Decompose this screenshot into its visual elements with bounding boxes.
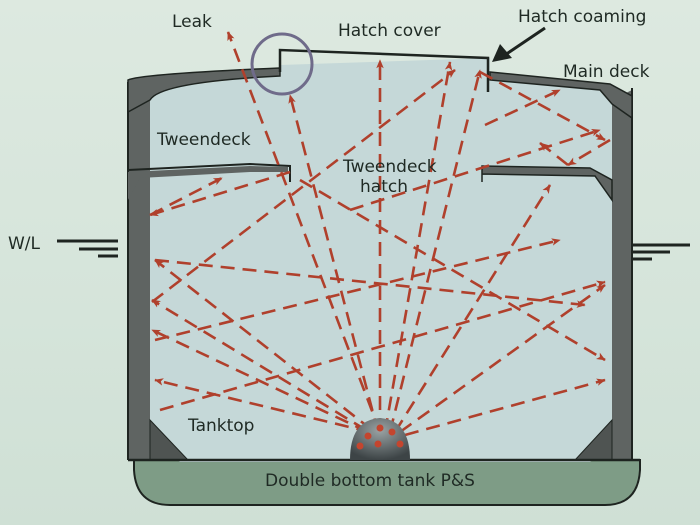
sound-path [226,31,382,433]
tweendeck-starboard [481,165,613,203]
sound-path [383,61,453,433]
sound-path [154,258,373,432]
label-double-bottom-tank: Double bottom tank P&S [265,471,475,491]
waterline-starboard-symbol [633,243,690,261]
tweendeck-port-fill [128,166,288,200]
label-leak: Leak [172,12,212,32]
sound-path [404,378,606,437]
sound-path [393,184,552,433]
sound-paths [149,31,611,437]
sound-path [299,178,606,362]
sound-path [151,298,367,432]
sound-path [151,68,456,304]
hatch-coaming-pointer [492,26,546,62]
main-deck-starboard [489,71,633,120]
sound-path [149,170,291,217]
sound-path [154,238,561,342]
sound-path [399,283,606,434]
main-deck-port [127,67,281,114]
waterline-port-symbol [57,239,118,258]
sound-path [151,328,369,434]
hold-interior [150,58,612,462]
sound-path [154,378,371,434]
label-tweendeck-hatch-line1: Tweendeck [342,157,437,177]
sound-path [567,138,611,167]
sound-path [288,94,380,433]
label-hatch-cover: Hatch cover [338,21,441,41]
sound-path [149,176,223,217]
leak-indicator-circle [250,32,314,96]
label-main-deck: Main deck [563,62,650,82]
label-tweendeck-hatch-line2: hatch [360,177,408,197]
sound-path [484,88,561,127]
port-side-shell [128,82,150,460]
label-hatch-coaming: Hatch coaming [518,7,646,27]
double-bottom-tank [133,459,641,506]
label-tanktop: Tanktop [187,416,254,436]
starboard-side-shell [612,90,632,460]
label-waterline: W/L [8,234,41,254]
sound-path [479,70,606,142]
ultrasonic-transmitter [350,418,410,460]
sound-path [154,258,586,308]
transmitter-emitters [356,424,404,450]
sound-path [159,280,606,412]
label-tweendeck: Tweendeck [156,130,251,150]
sound-path [388,69,482,433]
